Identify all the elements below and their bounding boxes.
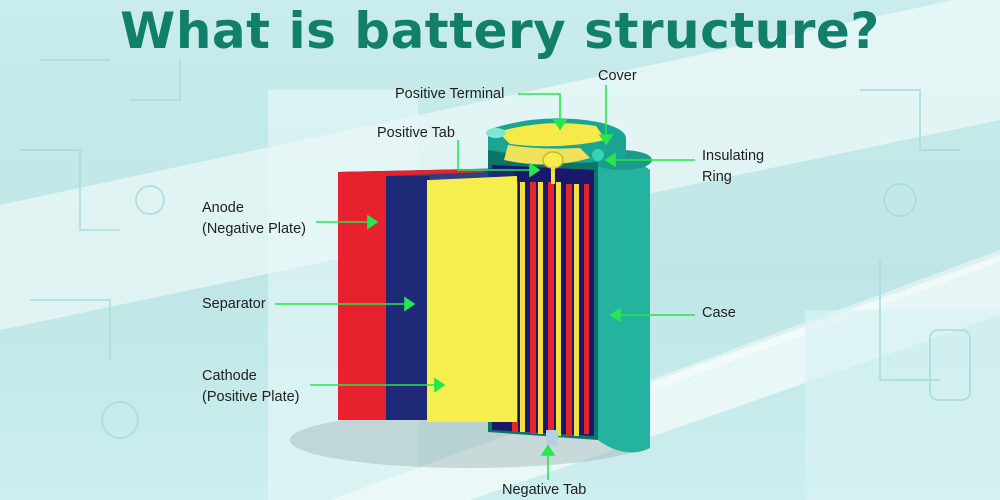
- battery-top: [486, 118, 626, 184]
- label-case: Case: [702, 305, 736, 321]
- label-positive-terminal: Positive Terminal: [395, 86, 505, 102]
- label-cover: Cover: [598, 68, 637, 84]
- label-positive-tab: Positive Tab: [377, 125, 455, 141]
- negative-tab-shape: [546, 430, 558, 446]
- label-anode: Anode (Negative Plate): [202, 200, 306, 237]
- label-negative-tab: Negative Tab: [502, 482, 587, 498]
- label-insulating-ring: Insulating Ring: [702, 148, 765, 185]
- separator-sheet: [386, 176, 430, 420]
- label-cathode: Cathode (Positive Plate): [202, 368, 300, 405]
- leader-lines: [275, 85, 695, 480]
- battery-case: [592, 150, 652, 453]
- cathode-sheet: [427, 180, 517, 422]
- label-separator: Separator: [202, 296, 266, 312]
- inner-plates: [512, 182, 589, 436]
- page-title: What is battery structure?: [120, 2, 880, 60]
